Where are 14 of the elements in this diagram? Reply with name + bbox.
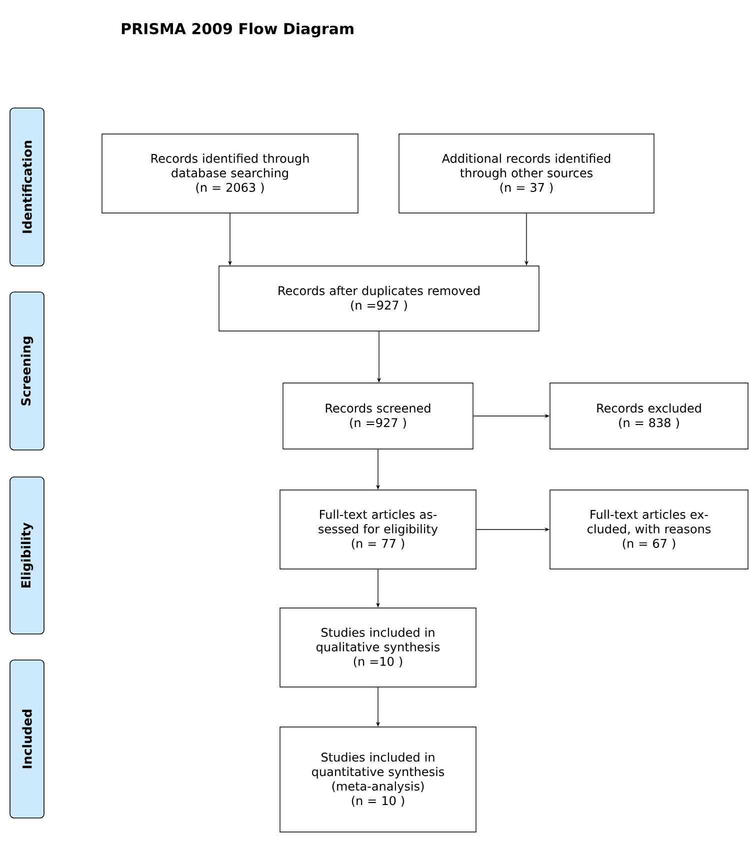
- process-box: Studies included in qualitative synthesis (n =10 ): [280, 608, 476, 688]
- process-box: Studies included in quantitative synthesis (meta-analysis) (n = 10 ): [280, 726, 476, 832]
- title: PRISMA 2009 Flow Diagram: [122, 22, 354, 38]
- process-box: Records excluded (n = 838 ): [550, 382, 748, 450]
- process-box: Records after duplicates removed (n =927 ): [218, 266, 540, 332]
- process-box: Records screened (n =927 ): [282, 382, 474, 450]
- process-box: Full-text articles ex- cluded, with reasons (n = 67 ): [550, 490, 748, 570]
- process-box: Records identified through database searching (n = 2063 ): [102, 134, 358, 214]
- process-box: Full-text articles as- sessed for eligibility (n = 77 ): [280, 490, 476, 570]
- phase-label: Identification: [10, 108, 44, 266]
- process-box: Additional records identified through other sources (n = 37 ): [398, 134, 654, 214]
- phase-label: Screening: [10, 292, 44, 450]
- phase-label: Eligibility: [10, 476, 44, 634]
- phase-label: Included: [10, 660, 44, 818]
